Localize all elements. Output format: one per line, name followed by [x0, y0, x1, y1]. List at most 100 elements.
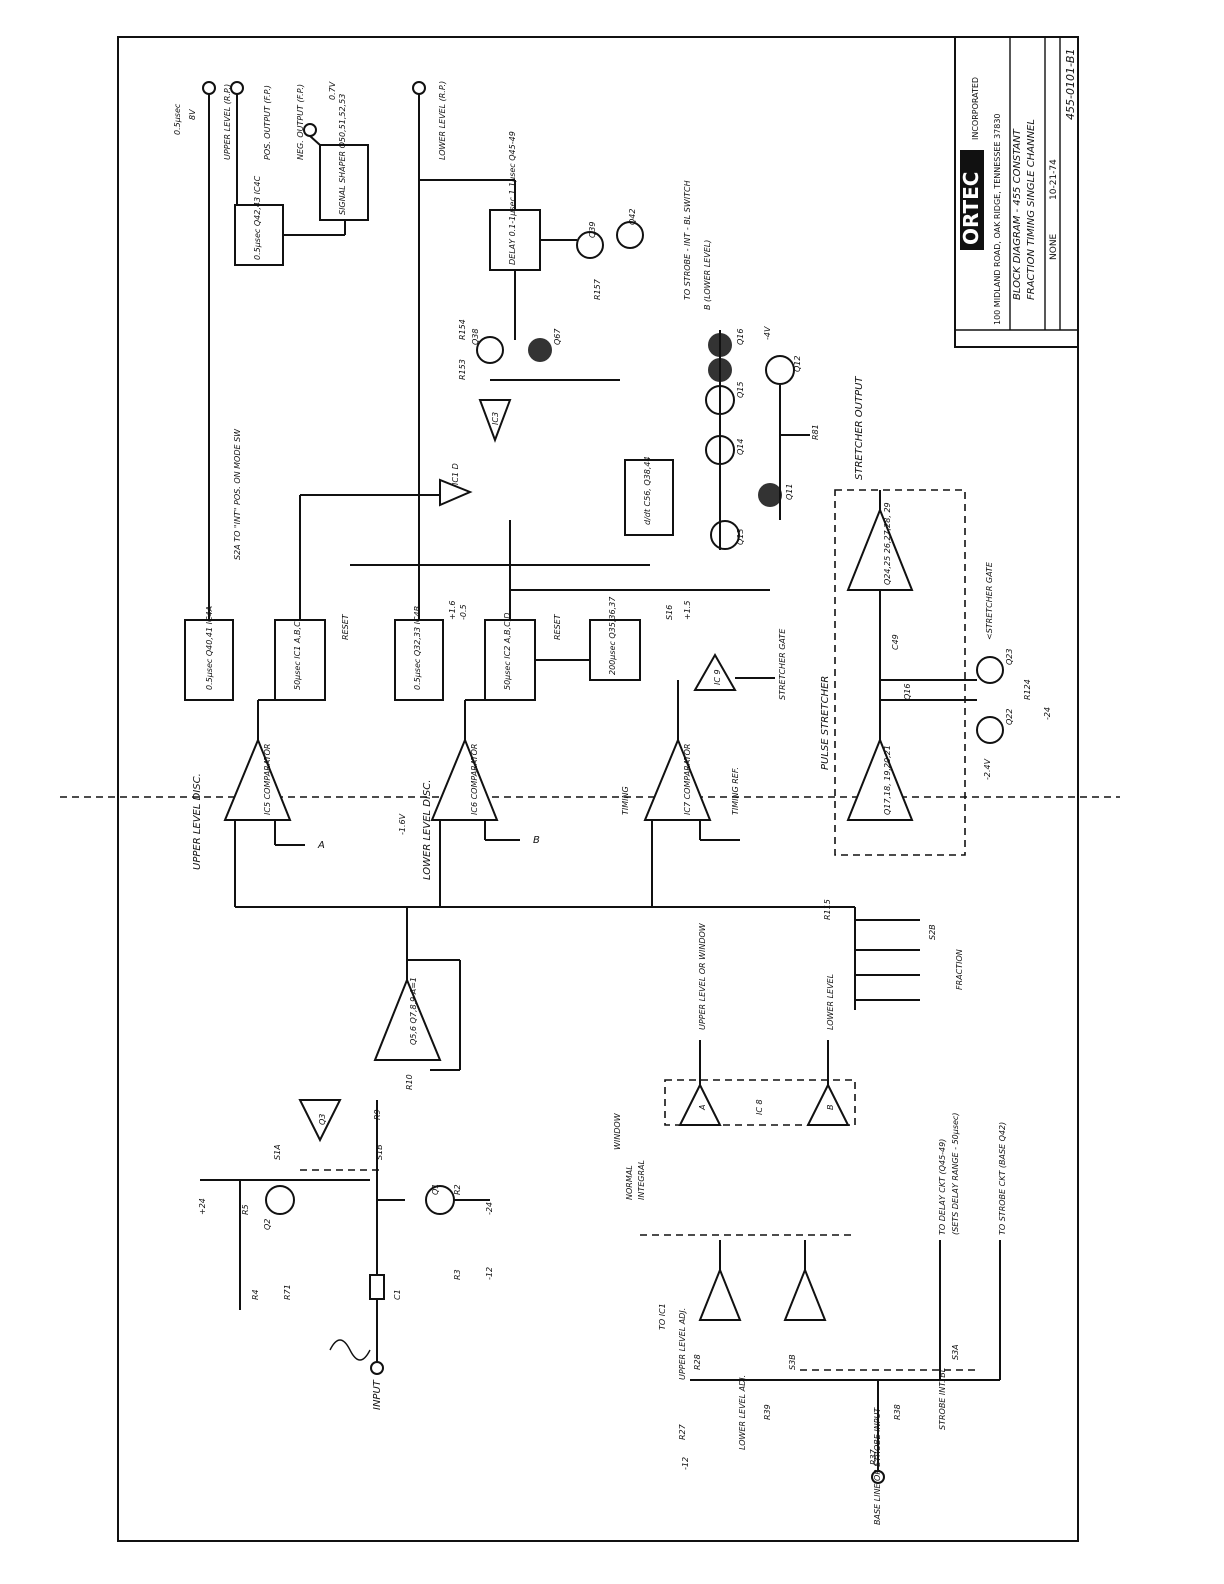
- q14-label: Q14: [736, 439, 745, 455]
- transistor-cluster: Q14 Q13 Q11 Q15 Q16 Q12 R81 -4V B (LOWER…: [703, 240, 820, 550]
- ic7-label: IC7 COMPARATOR: [683, 744, 692, 815]
- minus-24-stretch: -24: [1043, 707, 1052, 720]
- timing-ref-label: TIMING REF.: [731, 767, 740, 815]
- input-section: INPUT C1 +24 R5 R4 R71 Q2 Q1 R2 R3 -24 -…: [198, 1074, 494, 1410]
- window-label: WINDOW: [613, 1112, 622, 1150]
- q39-label: Q39: [588, 222, 597, 238]
- q15-label: Q15: [736, 382, 745, 398]
- ic9-label: IC 9: [713, 669, 722, 685]
- q11-label: Q11: [785, 484, 794, 500]
- r39-label: R39: [763, 1404, 772, 1420]
- q23-label: Q23: [1005, 649, 1014, 665]
- q16-label: Q16: [736, 329, 745, 345]
- ic3-comparator: [478, 399, 512, 443]
- ic4a-label: 0.5µsec Q40,41 IC4A: [205, 606, 214, 690]
- stretcher-gate-in-label: <STRETCHER GATE: [985, 561, 994, 640]
- input-connector: [370, 1361, 384, 1375]
- s3a-label: S3A: [951, 1344, 960, 1360]
- lower-level-disc-label: LOWER LEVEL DISC.: [422, 780, 433, 880]
- minus-12-input: -12: [485, 1267, 494, 1280]
- q2-transistor: [265, 1185, 295, 1215]
- s16-label: S16: [665, 605, 674, 620]
- strobe-int-bl-label: STROBE INT. BL: [938, 1368, 947, 1430]
- fraction-label: FRACTION: [955, 949, 964, 990]
- q38-label: Q38: [471, 329, 480, 345]
- ic5-label: IC5 COMPARATOR: [263, 744, 272, 815]
- ic2-label: 50µsec IC2 A,B,C,D: [503, 613, 512, 690]
- q3-buffer: [298, 1099, 342, 1143]
- q22-transistor: [976, 716, 1004, 744]
- upper-level-rp-label: UPPER LEVEL (R.P.): [223, 84, 232, 160]
- drawing-date: 10-21-74: [1049, 159, 1059, 200]
- b-lower-level-label: B (LOWER LEVEL): [703, 240, 712, 310]
- q13-label: Q13: [736, 529, 745, 545]
- company-name: ORTEC: [959, 172, 983, 246]
- v07-label: 0.7V: [328, 81, 337, 100]
- upper-level-adj-label: UPPER LEVEL ADJ.: [678, 1308, 687, 1380]
- drawing-number: 455-0101-B1: [1064, 49, 1077, 120]
- s3b-label: S3B: [788, 1354, 797, 1370]
- s1b-label: S1B: [375, 1144, 384, 1160]
- r3-label: R3: [453, 1269, 462, 1280]
- r37-label: R37: [869, 1448, 878, 1465]
- q35-label: 200µsec Q35,36,37: [608, 596, 617, 675]
- ic8-label: IC 8: [755, 1099, 764, 1115]
- ic1-label: 50µsec IC1 A,B,C: [293, 621, 302, 690]
- drawing-title-1: BLOCK DIAGRAM - 455 CONSTANT: [1012, 128, 1023, 300]
- upper-level-window-label: UPPER LEVEL OR WINDOW: [698, 922, 707, 1030]
- ic1-block: 50µsec IC1 A,B,C RESET: [258, 495, 350, 701]
- integral-label: INTEGRAL: [637, 1160, 646, 1200]
- delay-section: Q38 Q67 R154 R153 DELAY 0.1-1µsec 1.1µse…: [458, 131, 692, 381]
- t15-annot: +1.5: [683, 601, 692, 620]
- q23-transistor: [976, 656, 1004, 684]
- ic1d-gate: [439, 478, 473, 507]
- ic6-comparator: IC6 COMPARATOR B LOWER LEVEL DISC. -1.6V: [398, 700, 540, 907]
- ic3-label: IC3: [491, 412, 500, 425]
- to-strobe-label: TO STROBE CKT (BASE Q42): [998, 1122, 1007, 1235]
- normal-label: NORMAL: [625, 1165, 634, 1200]
- q3-label: Q3: [318, 1114, 327, 1125]
- ic7-comparator: IC7 COMPARATOR TIMING TIMING REF.: [621, 680, 740, 907]
- strobe-connector: [871, 1470, 885, 1484]
- minus-12-adj: -12: [681, 1457, 690, 1470]
- reset-1-label: RESET: [341, 613, 350, 640]
- ic6-label: IC6 COMPARATOR: [470, 744, 479, 815]
- company-logo: [960, 150, 984, 250]
- s2b-label: S2B: [928, 924, 937, 940]
- t05-annot: -0.5: [459, 604, 468, 620]
- r10-label: R10: [405, 1074, 414, 1090]
- r28-label: R28: [693, 1354, 702, 1370]
- ldr-annotation: -1.6V: [398, 813, 407, 835]
- ic2-block: 50µsec IC2 A,B,C,D RESET +1.6 -0.5: [448, 520, 562, 701]
- input-label: INPUT: [372, 1379, 383, 1410]
- ic4a-block: 0.5µsec Q40,41 IC4A: [184, 200, 234, 701]
- q17-amp: [846, 737, 914, 821]
- ddt-label: d/dt C56, Q38,44: [643, 456, 652, 525]
- q24-label: Q24,25 26,27,28, 29: [883, 502, 892, 585]
- unity-amplifier: Q5,6 Q7,8,9 A=1: [373, 907, 461, 1071]
- output-connectors: UPPER LEVEL (R.P.) POS. OUTPUT (F.P.) NE…: [173, 81, 447, 210]
- ic4b-block: 0.5µsec Q32,33 IC4B: [394, 210, 444, 701]
- r71-label: R71: [283, 1284, 292, 1300]
- q12-label: Q12: [793, 356, 802, 372]
- drawing-title-2: FRACTION TIMING SINGLE CHANNEL: [1026, 119, 1037, 300]
- q2-label: Q2: [263, 1219, 272, 1230]
- stretcher-gate-label: STRETCHER GATE: [778, 628, 787, 700]
- r157-label: R157: [593, 278, 602, 300]
- shaper-label: SIGNAL SHAPER Q50,51,52,53: [338, 94, 347, 215]
- minus-2-4v-label: -2.4V: [983, 758, 992, 780]
- v8-label: 8V: [188, 109, 197, 120]
- q67-label: Q67: [553, 328, 562, 345]
- r9-label: R9: [373, 1109, 382, 1120]
- ic4b-label: 0.5µsec Q32,33 IC4B: [413, 606, 422, 690]
- title-block: ORTEC INCORPORATED 100 MIDLAND ROAD, OAK…: [954, 36, 1079, 348]
- stretcher-output-label: STRETCHER OUTPUT: [854, 376, 865, 480]
- minus-4v-label: -4V: [763, 326, 772, 340]
- strobe-section: BASE LINE OR STROBE INPUT R37 R38 STROBE…: [869, 1113, 1007, 1525]
- ic8-section: A B IC 8 UPPER LEVEL OR WINDOW LOWER LEV…: [613, 922, 856, 1236]
- sheet-border: [117, 36, 1079, 1542]
- r5-label: R5: [241, 1204, 250, 1215]
- r27-label: R27: [678, 1423, 687, 1440]
- r153-label: R153: [458, 359, 467, 380]
